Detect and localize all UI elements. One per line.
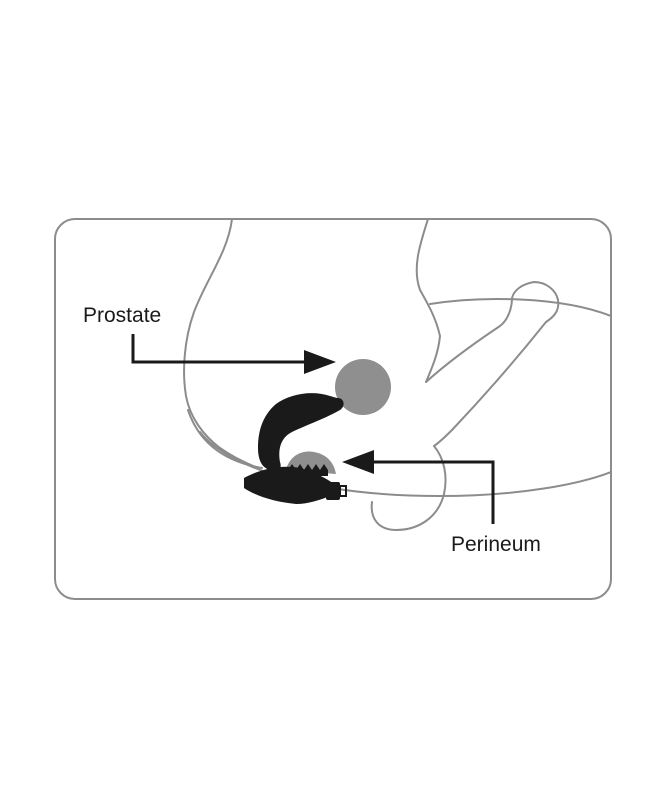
- prostate-massager-icon: [244, 393, 347, 504]
- body-outline: [183, 219, 611, 531]
- ground-line: [199, 431, 611, 497]
- device-ridges: [288, 464, 328, 476]
- device-body: [258, 393, 344, 471]
- prostate-arrow: [131, 334, 336, 374]
- device-handle: [326, 482, 340, 500]
- thigh-upper-line: [429, 298, 611, 317]
- prostate-label: Prostate: [83, 304, 161, 327]
- device-handle-tip: [339, 485, 347, 497]
- device-base: [244, 466, 334, 504]
- perineum-arrow: [342, 450, 495, 524]
- thigh-outline: [415, 219, 441, 383]
- prostate-region: [335, 359, 391, 415]
- perineum-label: Perineum: [451, 533, 541, 556]
- buttock-outline: [183, 219, 259, 469]
- perineum-arrow-line: [372, 460, 495, 524]
- prostate-arrow-head: [304, 350, 336, 374]
- penis-outline: [425, 281, 560, 447]
- perineum-arrow-head: [342, 450, 374, 474]
- scrotum-outline: [370, 445, 447, 531]
- prostate-arrow-line: [131, 334, 306, 364]
